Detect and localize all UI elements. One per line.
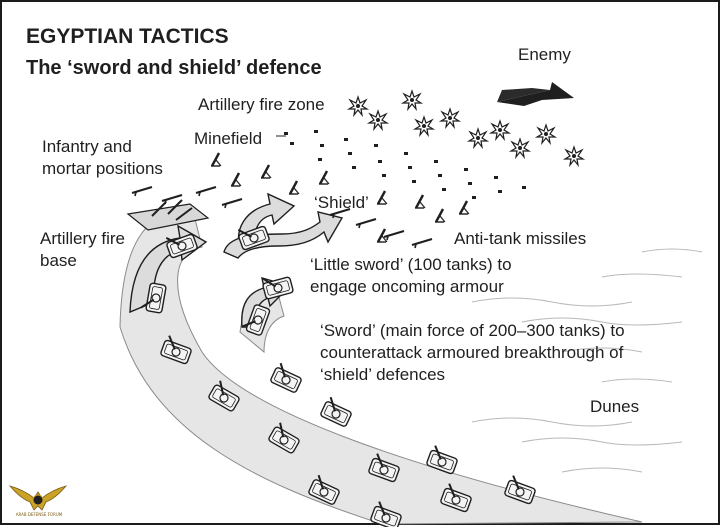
logo-text: ARAB DEFENSE FORUM bbox=[15, 512, 63, 517]
label-minefield: Minefield bbox=[194, 129, 263, 148]
label-shield: ‘Shield’ bbox=[314, 193, 369, 212]
label-sword-line1: ‘Sword’ (main force of 200–300 tanks) to bbox=[320, 321, 625, 340]
page-title: EGYPTIAN TACTICS bbox=[26, 25, 229, 48]
label-little-sword-line1: ‘Little sword’ (100 tanks) to bbox=[310, 255, 512, 274]
mine-icons bbox=[284, 130, 526, 199]
label-dunes: Dunes bbox=[590, 397, 640, 416]
dunes-texture bbox=[471, 248, 703, 473]
label-sword-line3: ‘shield’ defences bbox=[320, 365, 446, 384]
label-artillery-base-line2: base bbox=[40, 251, 77, 270]
label-artillery-base-line1: Artillery fire bbox=[40, 229, 126, 248]
label-little-sword-line2: engage oncoming armour bbox=[310, 277, 504, 296]
label-anti-tank-missiles: Anti-tank missiles bbox=[454, 229, 587, 248]
label-enemy: Enemy bbox=[518, 45, 571, 64]
eagle-icon bbox=[8, 485, 68, 511]
label-artillery-fire-zone: Artillery fire zone bbox=[198, 95, 325, 114]
watermark-logo: ARAB DEFENSE FORUM bbox=[6, 476, 70, 524]
explosion-icons bbox=[348, 90, 584, 166]
artillery-guns bbox=[151, 199, 193, 221]
label-sword-line2: counterattack armoured breakthrough of bbox=[320, 343, 624, 362]
enemy-arrow-icon bbox=[497, 82, 574, 106]
label-infantry-line1: Infantry and bbox=[42, 137, 132, 156]
page-subtitle: The ‘sword and shield’ defence bbox=[26, 57, 322, 79]
label-infantry-line2: mortar positions bbox=[42, 159, 163, 178]
